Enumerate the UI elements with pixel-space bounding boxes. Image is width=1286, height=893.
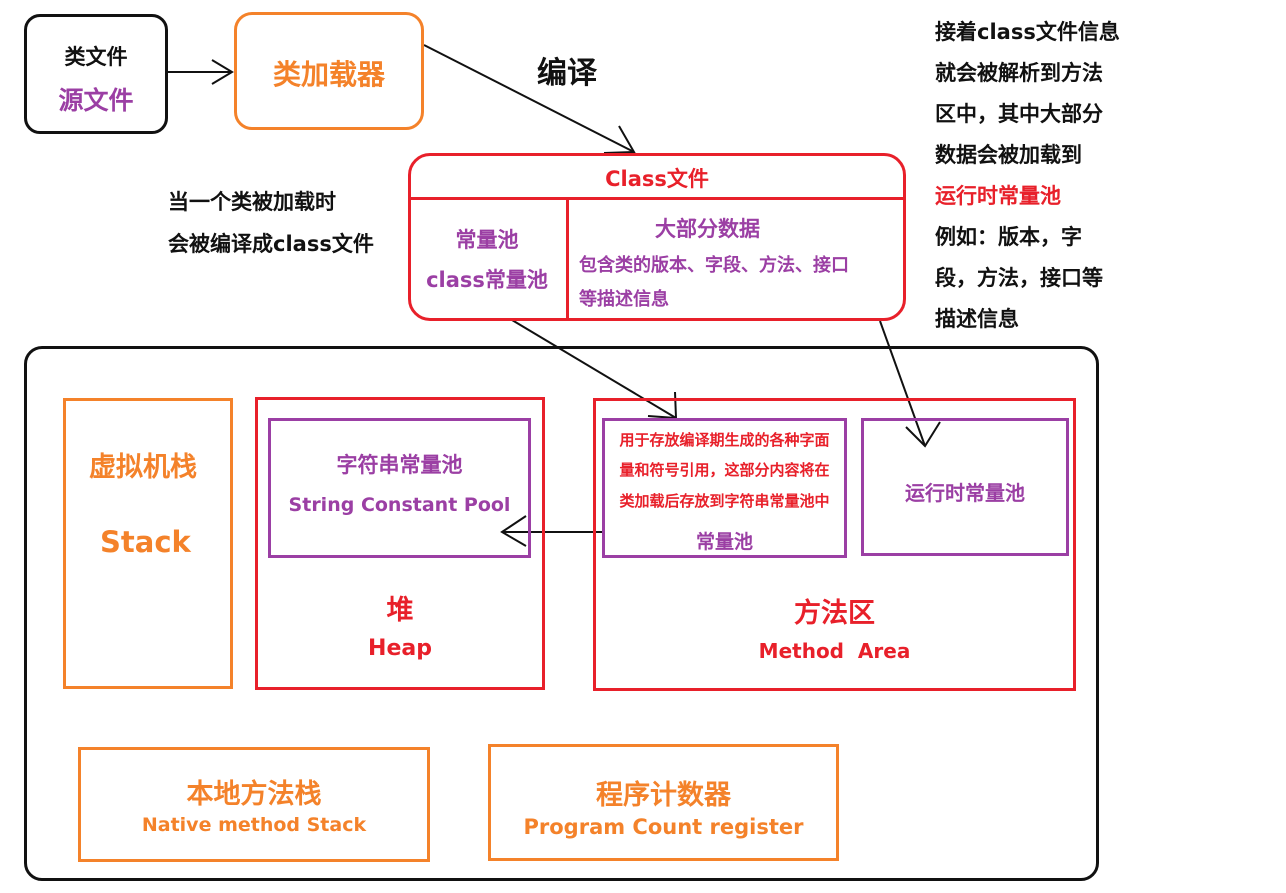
constant-pool-label: 常量池 <box>695 531 753 553</box>
arrow-loader-to-classfile <box>423 44 636 154</box>
right-note-line4: 数据会被加载到 <box>935 143 1082 167</box>
string-pool-en-label: String Constant Pool <box>288 494 511 516</box>
arrow-source-to-loader <box>168 59 234 85</box>
arrow-constantpool-to-stringpool <box>500 515 603 547</box>
heap-zh-label: 堆 <box>386 595 414 626</box>
heap-en-label: Heap <box>368 636 432 661</box>
class-data-title: 大部分数据 <box>655 217 760 241</box>
vm-stack-box: 虚拟机栈 Stack <box>63 398 233 689</box>
right-note-line6: 例如：版本，字 <box>935 225 1082 249</box>
runtime-pool-label: 运行时常量池 <box>905 481 1025 505</box>
method-area-en-label: Method Area <box>758 639 911 663</box>
right-note-line1: 接着class文件信息 <box>935 20 1120 44</box>
native-stack-zh-label: 本地方法栈 <box>186 779 322 810</box>
class-loader-label: 类加载器 <box>272 58 385 91</box>
constant-pool-desc-line3: 类加载后存放到字符串常量池中 <box>619 492 830 510</box>
source-file-box: 类文件 源文件 <box>24 14 168 134</box>
constant-pool-box: 用于存放编译期生成的各种字面 量和符号引用，这部分内容将在 类加载后存放到字符串… <box>602 418 847 558</box>
load-note-line1: 当一个类被加载时 <box>168 190 336 214</box>
constant-pool-desc-line2: 量和符号引用，这部分内容将在 <box>619 461 830 479</box>
runtime-constant-pool-box: 运行时常量池 <box>861 418 1069 556</box>
compile-label: 编译 <box>537 56 597 91</box>
jvm-runtime-box <box>24 346 1099 881</box>
arrow-classfile-to-runtime-pool <box>879 320 941 448</box>
class-data-line2: 等描述信息 <box>579 289 669 310</box>
right-note-line5: 运行时常量池 <box>935 184 1061 208</box>
right-note-line7: 段，方法，接口等 <box>935 266 1103 290</box>
heap-box: 堆 Heap <box>255 397 545 690</box>
method-area-box: 方法区 Method Area <box>593 398 1076 691</box>
vm-stack-zh-label: 虚拟机栈 <box>89 452 197 483</box>
class-file-box <box>408 153 906 321</box>
source-file-label: 源文件 <box>58 86 134 115</box>
class-file-divider-v <box>566 198 569 321</box>
constant-pool-desc-line1: 用于存放编译期生成的各种字面 <box>619 431 830 449</box>
right-note-line3: 区中，其中大部分 <box>935 102 1103 126</box>
right-note: 接着class文件信息 就会被解析到方法 区中，其中大部分 数据会被加载到 运行… <box>935 12 1275 340</box>
program-counter-en-label: Program Count register <box>523 815 804 839</box>
program-counter-zh-label: 程序计数器 <box>596 780 731 811</box>
class-data-line1: 包含类的版本、字段、方法、接口 <box>579 255 849 276</box>
right-note-line8: 描述信息 <box>935 307 1019 331</box>
vm-stack-en-label: Stack <box>100 525 191 559</box>
class-constant-pool-label: 常量池 <box>455 228 519 252</box>
class-constant-pool-en-label: class常量池 <box>426 268 548 292</box>
program-counter-box: 程序计数器 Program Count register <box>488 744 839 861</box>
class-file-divider-h <box>408 197 906 200</box>
native-method-stack-box: 本地方法栈 Native method Stack <box>78 747 430 862</box>
string-pool-zh-label: 字符串常量池 <box>336 453 463 477</box>
string-constant-pool-box: 字符串常量池 String Constant Pool <box>268 418 531 558</box>
class-file-label: 类文件 <box>64 45 128 69</box>
method-area-zh-label: 方法区 <box>794 598 875 629</box>
native-stack-en-label: Native method Stack <box>141 814 367 836</box>
load-note-line2: 会被编译成class文件 <box>168 232 374 256</box>
right-note-line2: 就会被解析到方法 <box>935 61 1103 85</box>
class-file-title: Class文件 <box>605 167 709 191</box>
class-loader-box: 类加载器 <box>234 12 424 130</box>
